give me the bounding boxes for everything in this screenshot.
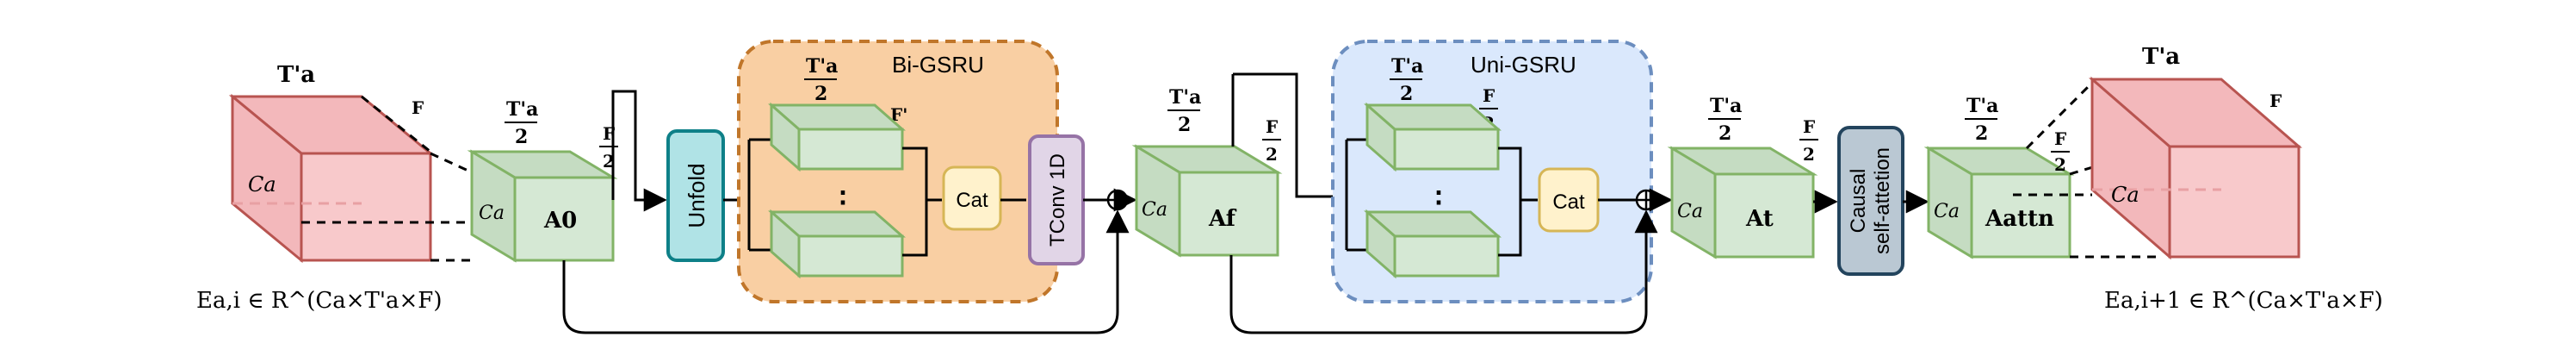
- bi-gsru-side-label: F': [890, 104, 907, 125]
- output-cube-side-label: F: [2269, 90, 2282, 111]
- af-side-frac-num: F: [1266, 116, 1278, 137]
- uni-gsru-top-frac-num: T'a: [1391, 55, 1423, 78]
- at-depth-label: Ca: [1677, 201, 1703, 222]
- bi-gsru-region: Bi-GSRU T'a 2 F' ⋮ Cat: [737, 40, 1059, 303]
- causal-line2: self-attetion: [1871, 147, 1894, 254]
- uni-gsru-top-frac-den: 2: [1400, 83, 1413, 105]
- a0-depth-label: Ca: [479, 203, 505, 224]
- tconv-label: TConv 1D: [1046, 153, 1069, 247]
- bi-gsru-lower-slab: [768, 209, 906, 279]
- output-cube: T'a F Ca: [2088, 44, 2303, 260]
- aattn-depth-label: Ca: [1934, 201, 1960, 222]
- a0-block: A0 T'a 2 F 2 Ca: [467, 98, 618, 263]
- bi-gsru-title: Bi-GSRU: [892, 52, 984, 78]
- tconv-block: TConv 1D: [1028, 134, 1085, 265]
- input-cube-top-label: T'a: [277, 62, 315, 88]
- aattn-top-frac-den: 2: [1975, 122, 1988, 145]
- a0-label: A0: [543, 208, 577, 234]
- uni-gsru-lower-slab: [1364, 209, 1502, 279]
- adder-1: [1106, 189, 1129, 211]
- input-equation: Ea,i ∈ R^(Ca×T'a×F): [196, 288, 442, 314]
- at-top-frac-den: 2: [1718, 122, 1731, 145]
- a0-front: [513, 176, 615, 262]
- a0-side-frac-den: 2: [603, 151, 615, 172]
- input-cube-depth-label: Ca: [248, 172, 276, 197]
- aattn-label: Aattn: [1985, 206, 2054, 232]
- uni-gsru-region: Uni-GSRU T'a 2 F 2 ⋮ Cat: [1331, 40, 1653, 303]
- input-projection-lines: [301, 95, 482, 262]
- causal-attention-block: Causal self-attetion: [1837, 126, 1904, 276]
- aattn-side-frac-den: 2: [2054, 154, 2066, 175]
- input-cube: T'a F Ca: [228, 62, 435, 264]
- af-side-frac-den: 2: [1266, 144, 1278, 165]
- a0-top-frac-num: T'a: [506, 98, 538, 121]
- uni-gsru-side-frac-num: F: [1483, 85, 1495, 106]
- unfold-label: Unfold: [684, 163, 709, 228]
- bi-gsru-upper-slab: [768, 102, 906, 172]
- a0-to-unfold-arrow: [611, 90, 667, 212]
- aattn-top-frac-num: T'a: [1966, 95, 1998, 117]
- bi-gsru-top-frac-den: 2: [814, 83, 827, 105]
- af-top-frac-num: T'a: [1169, 86, 1201, 109]
- af-label: Af: [1208, 206, 1237, 232]
- uni-gsru-upper-slab: [1364, 102, 1502, 172]
- residual-skip-1: [562, 209, 1130, 334]
- output-cube-top-label: T'a: [2142, 44, 2180, 70]
- unfold-block: Unfold: [666, 129, 725, 262]
- af-block: Af T'a 2 F 2 Ca: [1131, 86, 1283, 258]
- at-top-frac-num: T'a: [1710, 95, 1742, 117]
- af-depth-label: Ca: [1142, 199, 1167, 221]
- input-cube-front: [300, 152, 432, 262]
- at-label: At: [1745, 206, 1774, 232]
- bi-gsru-top-frac-num: T'a: [806, 55, 838, 78]
- af-to-uni-arrow: [1233, 72, 1347, 198]
- uni-gsru-cat-label: Cat: [1552, 190, 1585, 214]
- at-block: At T'a 2 F 2 Ca: [1667, 95, 1818, 259]
- input-cube-side-label: F: [412, 97, 424, 118]
- adder-2: [1635, 189, 1657, 211]
- at-side-frac-den: 2: [1803, 144, 1815, 165]
- residual-skip-2: [1229, 209, 1658, 334]
- output-equation: Ea,i+1 ∈ R^(Ca×T'a×F): [2104, 288, 2383, 314]
- bi-gsru-cat-label: Cat: [956, 189, 988, 212]
- aattn-side-frac-num: F: [2054, 128, 2066, 149]
- causal-line1: Causal: [1847, 169, 1870, 234]
- output-cube-depth-label: Ca: [2111, 183, 2139, 207]
- uni-gsru-title: Uni-GSRU: [1471, 52, 1576, 78]
- at-side-frac-num: F: [1803, 116, 1815, 137]
- a0-top-frac-den: 2: [515, 126, 528, 148]
- aattn-block: Aattn T'a 2 F 2 Ca: [1923, 95, 2075, 259]
- af-top-frac-den: 2: [1178, 114, 1191, 136]
